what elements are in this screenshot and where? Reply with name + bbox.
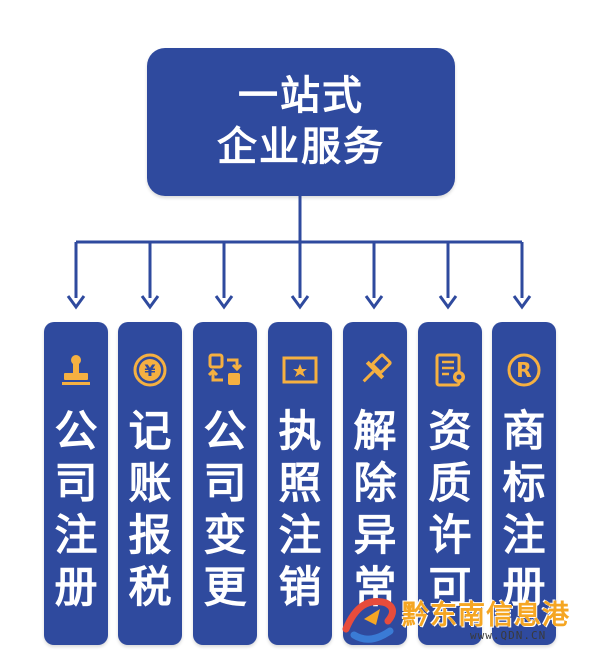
watermark-text: 黔东南信息港 xyxy=(402,600,570,631)
arrowhead xyxy=(512,295,532,310)
service-card-qualification: 资质许可 xyxy=(418,322,482,645)
arrowhead xyxy=(214,295,234,310)
service-card-bookkeeping: ¥ 记账报税 xyxy=(118,322,182,645)
watermark-logo xyxy=(340,589,404,649)
root-node: 一站式 企业服务 xyxy=(147,48,455,196)
certificate-frame-icon xyxy=(280,350,320,390)
watermark-url: www.QDN.CN xyxy=(470,629,547,642)
arrowhead xyxy=(66,295,86,310)
document-seal-icon xyxy=(430,350,470,390)
stamp-icon xyxy=(56,350,96,390)
service-card-trademark-registration: R 商标注册 xyxy=(492,322,556,645)
service-label: 商标注册 xyxy=(502,407,546,613)
service-label: 资质许可 xyxy=(428,407,472,613)
swap-icon xyxy=(205,350,245,390)
service-label: 执照注销 xyxy=(278,407,322,613)
service-card-license-cancellation: 执照注销 xyxy=(268,322,332,645)
service-label: 公司变更 xyxy=(203,407,247,613)
service-label: 解除异常 xyxy=(353,407,397,613)
root-title-line1: 一站式 xyxy=(238,73,364,119)
pushpin-icon xyxy=(355,350,395,390)
registered-trademark-icon: R xyxy=(504,350,544,390)
svg-text:R: R xyxy=(516,358,531,382)
svg-text:¥: ¥ xyxy=(144,361,155,380)
arrowhead xyxy=(364,295,384,310)
root-title-line2: 企业服务 xyxy=(217,124,385,170)
arrowhead xyxy=(140,295,160,310)
watermark: 黔东南信息港 www.QDN.CN xyxy=(340,585,595,655)
arrowhead xyxy=(438,295,458,310)
service-card-company-change: 公司变更 xyxy=(193,322,257,645)
service-label: 记账报税 xyxy=(128,407,172,613)
arrowhead xyxy=(290,295,310,310)
yen-coin-icon: ¥ xyxy=(130,350,170,390)
service-card-company-registration: 公司注册 xyxy=(44,322,108,645)
service-label: 公司注册 xyxy=(54,407,98,613)
service-card-remove-abnormal: 解除异常 xyxy=(343,322,407,645)
